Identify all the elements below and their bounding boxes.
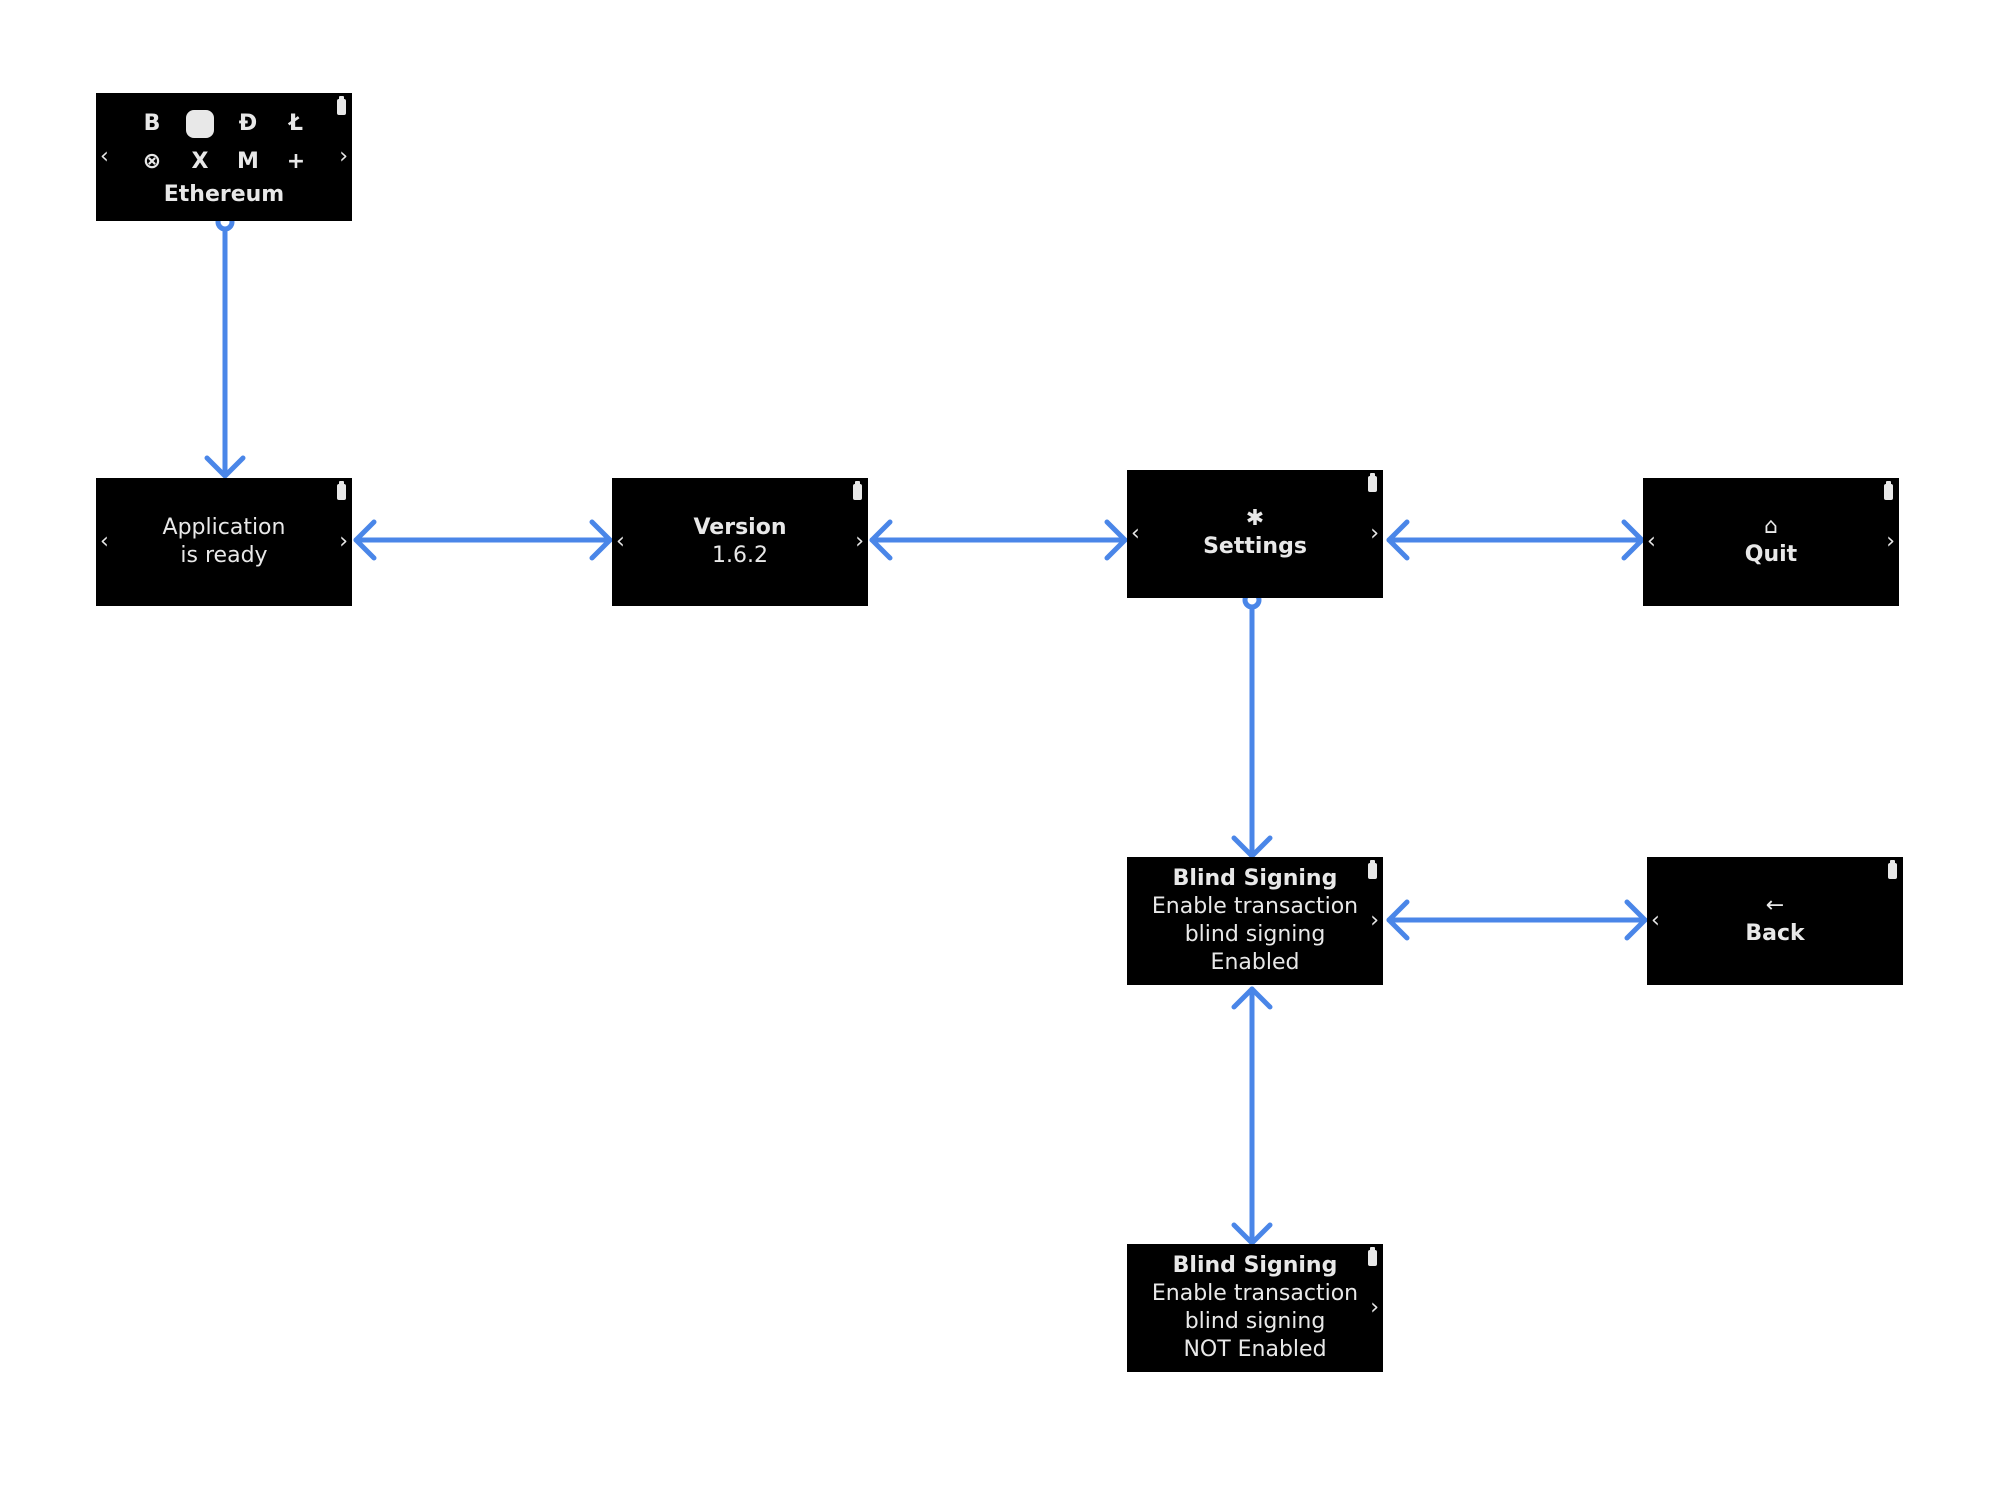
chevron-left-icon: ‹ [1651, 908, 1660, 933]
blind-signing-desc-2: blind signing [1184, 1309, 1326, 1334]
dashboard-screen[interactable]: ‹ › B Đ Ł ⊗ X M + Ethereum [96, 93, 352, 221]
chevron-right-icon: › [339, 144, 348, 169]
monero-icon: M [237, 149, 259, 174]
back-screen[interactable]: ‹ ← Back [1647, 857, 1903, 985]
chevron-right-icon: › [1886, 529, 1895, 554]
xrp-icon: ⊗ [142, 149, 162, 174]
xmr-icon: X [191, 149, 209, 174]
battery-icon [1368, 860, 1377, 879]
battery-icon [337, 96, 346, 115]
litecoin-icon: Ł [288, 111, 304, 136]
chevron-right-icon: › [339, 529, 348, 554]
app-icon-grid: B Đ Ł ⊗ X M + [137, 109, 311, 177]
chevron-left-icon: ‹ [1131, 521, 1140, 546]
quit-screen[interactable]: ‹ › ⌂ Quit [1643, 478, 1899, 606]
app-name: Ethereum [163, 182, 285, 207]
settings-screen[interactable]: ‹ › ✱ Settings [1127, 470, 1383, 598]
arrowhead-right-back [1624, 899, 1648, 941]
add-app-icon: + [286, 149, 306, 174]
quit-label: Quit [1744, 542, 1798, 567]
version-value: 1.6.2 [712, 543, 768, 568]
blind-signing-status: NOT Enabled [1183, 1337, 1327, 1362]
chevron-right-icon: › [1370, 521, 1379, 546]
blind-signing-desc-2: blind signing [1184, 922, 1326, 947]
chevron-left-icon: ‹ [616, 529, 625, 554]
arrowhead-left-version [869, 519, 893, 561]
chevron-right-icon: › [855, 529, 864, 554]
battery-icon [1884, 481, 1893, 500]
battery-icon [1368, 1247, 1377, 1266]
chevron-right-icon: › [1370, 1295, 1379, 1320]
arrowhead-right-version [589, 519, 613, 561]
chevron-left-icon: ‹ [100, 144, 109, 169]
arrowhead-down-blind [1231, 835, 1273, 859]
blind-signing-status: Enabled [1210, 950, 1300, 975]
ready-screen[interactable]: ‹ › Application is ready [96, 478, 352, 606]
arrowhead-down-ready [204, 455, 246, 479]
blind-signing-desc-1: Enable transaction [1151, 1281, 1359, 1306]
arrowhead-left-ready [353, 519, 377, 561]
back-arrow-icon: ← [1765, 893, 1785, 918]
chevron-left-icon: ‹ [100, 529, 109, 554]
arrowhead-right-settings [1104, 519, 1128, 561]
ethereum-selected-icon [185, 109, 215, 139]
chevron-right-icon: › [1370, 908, 1379, 933]
battery-icon [1368, 473, 1377, 492]
gear-icon: ✱ [1245, 506, 1265, 531]
ready-line-1: Application [162, 515, 286, 540]
ready-line-2: is ready [180, 543, 268, 568]
battery-icon [1888, 860, 1897, 879]
blind-signing-enabled-screen[interactable]: › Blind Signing Enable transaction blind… [1127, 857, 1383, 985]
arrowhead-down-blind-disabled [1231, 1222, 1273, 1246]
arrowhead-left-blind [1386, 899, 1410, 941]
battery-icon [853, 481, 862, 500]
home-icon: ⌂ [1764, 514, 1778, 539]
arrowhead-left-settings [1386, 519, 1410, 561]
blind-signing-disabled-screen[interactable]: › Blind Signing Enable transaction blind… [1127, 1244, 1383, 1372]
dogecoin-icon: Đ [238, 111, 258, 136]
blind-signing-desc-1: Enable transaction [1151, 894, 1359, 919]
version-title: Version [693, 515, 787, 540]
arrowhead-right-quit [1621, 519, 1645, 561]
back-label: Back [1745, 921, 1805, 946]
bitcoin-icon: B [143, 111, 161, 136]
arrowhead-up-blind-enabled [1231, 986, 1273, 1010]
blind-signing-title: Blind Signing [1172, 1253, 1338, 1278]
settings-label: Settings [1203, 534, 1307, 559]
blind-signing-title: Blind Signing [1172, 866, 1338, 891]
version-screen[interactable]: ‹ › Version 1.6.2 [612, 478, 868, 606]
chevron-left-icon: ‹ [1647, 529, 1656, 554]
battery-icon [337, 481, 346, 500]
